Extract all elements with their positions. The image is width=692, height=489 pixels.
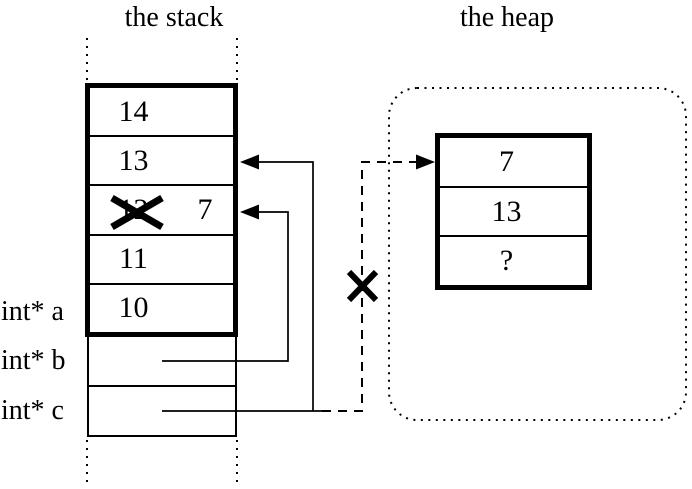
stack-array-box: 14 13 12 7 11 10 <box>85 83 238 337</box>
var-label-b: int* b <box>1 345 66 376</box>
heap-cell-13: 13 <box>440 185 587 236</box>
heap-cell-7: 7 <box>440 138 587 186</box>
stack-title: the stack <box>124 2 224 33</box>
heap-cell-value: ? <box>499 244 514 278</box>
stack-cell-new-value: 7 <box>197 193 213 226</box>
pointer-c-arrowhead-icon <box>240 154 259 170</box>
var-label-c: int* c <box>1 395 64 426</box>
pointer-b-arrowhead-icon <box>240 204 259 220</box>
var-label-a: int* a <box>1 296 64 327</box>
invalid-pointer-x-icon <box>346 269 379 303</box>
dangling-pointer-dashed-line <box>322 161 416 412</box>
pointer-variable-cells <box>87 337 237 437</box>
heap-cell-question: ? <box>440 235 587 285</box>
stack-cell-14: 14 <box>90 88 233 135</box>
stack-cell-value: 13 <box>118 143 149 177</box>
stack-cell-11: 11 <box>90 233 233 283</box>
heap-title: the heap <box>459 2 555 33</box>
var-cell-b <box>89 337 235 387</box>
stack-cell-old-value: 12 <box>118 193 149 226</box>
dangling-pointer-arrowhead-icon <box>416 154 435 170</box>
stack-cell-value: 11 <box>119 242 148 276</box>
stack-cell-12-crossed: 12 7 <box>90 184 233 233</box>
heap-cell-value: 13 <box>491 194 522 228</box>
stack-cell-13: 13 <box>90 135 233 184</box>
stack-cell-value: 10 <box>118 291 149 325</box>
stack-cell-value: 14 <box>118 94 149 128</box>
heap-object-box: 7 13 ? <box>435 133 592 290</box>
var-cell-c <box>89 387 235 435</box>
stack-cell-10: 10 <box>90 282 233 332</box>
heap-cell-value: 7 <box>499 144 514 178</box>
